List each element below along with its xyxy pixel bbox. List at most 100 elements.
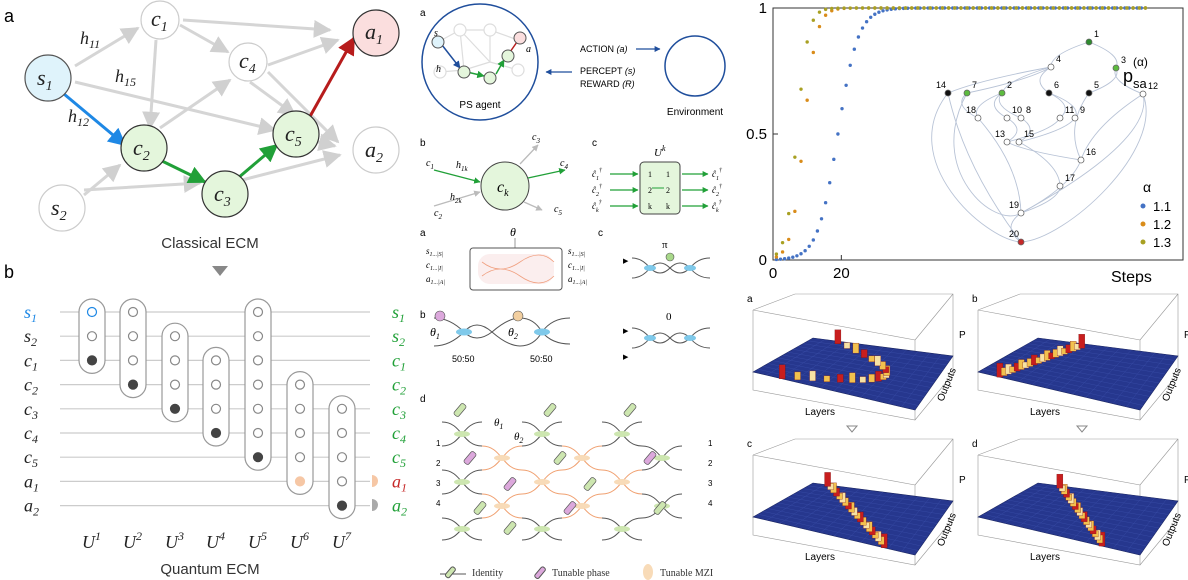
point-series-1.2 <box>774 255 779 259</box>
qubit-dot <box>169 379 181 390</box>
point-series-1.2 <box>780 250 785 254</box>
svg-text:PERCEPT (s): PERCEPT (s) <box>580 66 635 76</box>
graph-node-3 <box>1112 64 1120 72</box>
graph-edge <box>1039 66 1052 94</box>
x-tick-label: 20 <box>833 265 850 282</box>
edge-c5-a1 <box>306 36 356 121</box>
y-tick-label: 0 <box>759 252 767 269</box>
axis-label-p: P <box>1184 330 1188 341</box>
point-series-1.1 <box>873 12 877 16</box>
phase-shifter <box>553 451 567 465</box>
legend-tunable-phase: Tunable phase <box>552 568 610 579</box>
point-series-1.3 <box>799 87 803 91</box>
point-series-1.3 <box>793 155 797 159</box>
point-series-1.3 <box>836 6 840 10</box>
wire-label-left-a1: a1 <box>24 471 39 494</box>
point-series-1.3 <box>1143 6 1148 10</box>
node-c3 <box>201 170 249 218</box>
graph-node-label-17: 17 <box>1065 173 1075 183</box>
panel-label-b: b <box>4 262 14 282</box>
histogram-bar <box>868 355 875 363</box>
svg-text:ACTION (a): ACTION (a) <box>580 44 628 54</box>
edge-label-h15: h15 <box>115 66 136 89</box>
graph-node-10 <box>1003 114 1011 122</box>
mesh-row-label-left: 4 <box>436 499 441 508</box>
point-series-1.3 <box>1008 6 1012 10</box>
point-series-1.3 <box>1131 6 1135 10</box>
floor-grid <box>1112 352 1155 404</box>
ps-agent-network <box>433 23 525 79</box>
percept-label: PERCEPT <box>580 66 623 76</box>
wire-label-right-c1: c1 <box>392 350 406 373</box>
axis-label-p: P <box>959 475 966 486</box>
qubit-dot <box>336 403 348 414</box>
mid-label-c1: c <box>592 138 597 149</box>
graph-node-label-2: 2 <box>1007 80 1012 90</box>
mesh-coupler <box>654 455 670 461</box>
graph-node-13 <box>1003 138 1011 146</box>
phase-shifter <box>583 477 597 491</box>
point-series-1.1 <box>799 252 803 256</box>
point-series-1.3 <box>891 6 895 10</box>
down-arrow-icon <box>845 425 859 433</box>
graph-node-label-3: 3 <box>1121 55 1126 65</box>
point-series-1.3 <box>1106 6 1111 10</box>
point-series-1.3 <box>1033 6 1037 10</box>
graph-node-label-15: 15 <box>1024 129 1034 139</box>
point-series-1.3 <box>953 6 957 10</box>
theta-vector: θ <box>510 225 516 239</box>
agent-s: s <box>434 28 438 39</box>
phase-shifter <box>653 501 667 515</box>
qubit-dot <box>86 306 98 318</box>
point-series-1.1 <box>869 15 873 19</box>
unitary-block-2 <box>119 298 147 399</box>
node-a1 <box>352 9 400 57</box>
histogram-frame <box>752 438 954 566</box>
mesh-coupler <box>534 431 550 437</box>
qubit-dot <box>86 331 98 342</box>
ps-agent-label: PS agent <box>459 100 500 111</box>
mid-label-b2: b <box>420 310 426 321</box>
point-series-1.3 <box>916 6 920 10</box>
mid-label-c2: c <box>598 228 603 239</box>
axis-label-p: P <box>959 330 966 341</box>
label-c5: c5 <box>285 121 302 150</box>
mesh-legend: Identity Tunable phase Tunable MZI <box>440 564 713 580</box>
phase-shifter <box>643 451 657 465</box>
point-series-1.3 <box>842 6 846 10</box>
graph-node-label-11: 11 <box>1065 105 1074 115</box>
point-series-1.1 <box>778 257 783 261</box>
histogram-bar <box>834 329 842 344</box>
graph-node-12 <box>1139 90 1147 98</box>
svg-text:▶: ▶ <box>623 353 629 361</box>
histogram-frame <box>977 438 1179 566</box>
graph-node-2 <box>998 89 1006 97</box>
wire-label-left-c1: c1 <box>24 350 38 373</box>
point-series-1.3 <box>1014 6 1018 10</box>
graph-node-4 <box>1047 63 1055 71</box>
floor-grid <box>1112 497 1155 549</box>
node-s1 <box>24 54 72 102</box>
qubit-dot <box>252 427 264 439</box>
graph-node-label-18: 18 <box>966 105 976 115</box>
floor-grid <box>887 497 930 549</box>
qubit-dot <box>294 379 306 390</box>
y-tick-label: 0.5 <box>746 126 767 143</box>
graph-node-1 <box>1085 38 1093 46</box>
point-series-1.1 <box>803 249 807 253</box>
cd-left: ĉ1† <box>592 168 603 182</box>
qubit-dot <box>210 379 222 390</box>
point-series-1.3 <box>1100 6 1105 10</box>
chart-ylabel: psa <box>1123 66 1148 91</box>
svg-text:h2k: h2k <box>450 192 463 205</box>
node-c1 <box>140 0 180 40</box>
point-series-1.3 <box>811 18 816 22</box>
point-series-1.3 <box>860 6 865 10</box>
axis-label-layers: Layers <box>1030 552 1060 563</box>
detector-a1 <box>372 475 378 487</box>
point-series-1.3 <box>873 6 877 10</box>
mesh-coupler <box>454 479 470 485</box>
point-series-1.2 <box>799 159 803 163</box>
